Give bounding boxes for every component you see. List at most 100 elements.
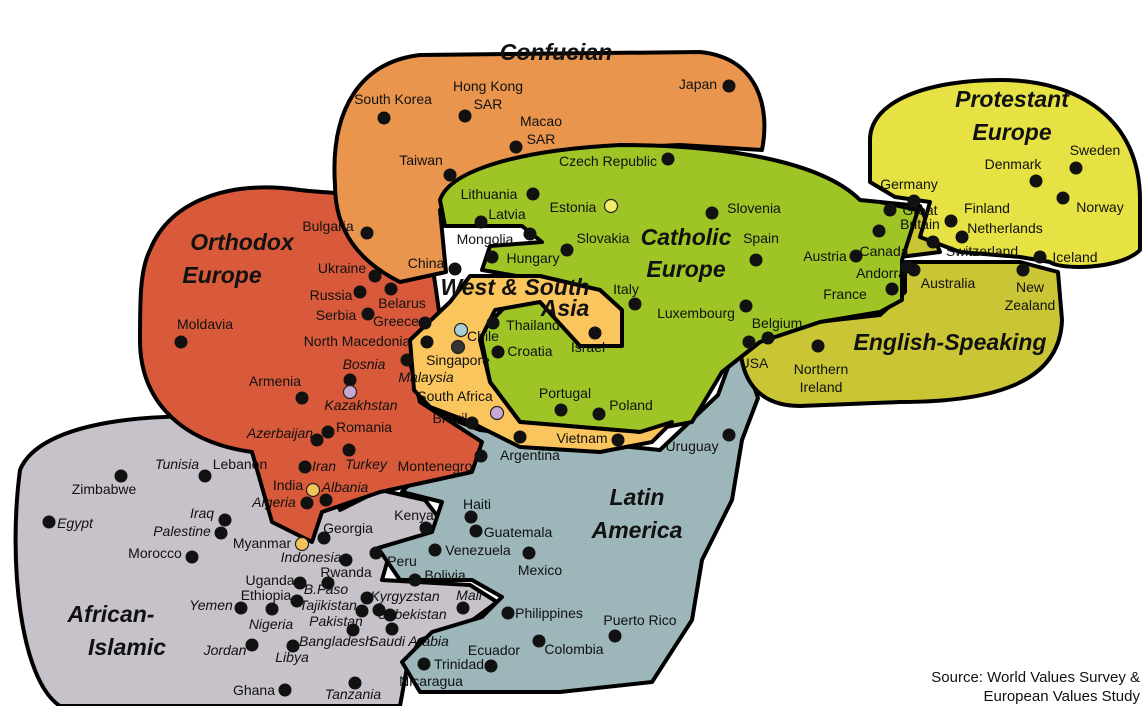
marker-slovenia	[705, 206, 719, 220]
marker-armenia	[295, 391, 309, 405]
label-andorra: Andorra	[856, 265, 906, 281]
marker-estonia	[603, 198, 619, 214]
marker-norway	[1056, 191, 1070, 205]
label-lithuania: Lithuania	[461, 186, 518, 202]
marker-romania	[321, 425, 335, 439]
label-latvia: Latvia	[488, 206, 526, 222]
region-title-protestant-europe: Protestant	[955, 86, 1070, 112]
label-guatemala: Guatemala	[484, 524, 553, 540]
marker-croatia	[491, 345, 505, 359]
marker-serbia	[361, 307, 375, 321]
label-colombia: Colombia	[544, 641, 603, 657]
marker-georgia	[317, 531, 331, 545]
label-mali: Mali	[456, 587, 483, 603]
region-title-english-speaking: English-Speaking	[854, 329, 1047, 355]
marker-argentina	[513, 430, 527, 444]
marker-philippines	[501, 606, 515, 620]
marker-belarus	[384, 282, 398, 296]
marker-israel	[588, 326, 602, 340]
label-bangladesh: Bangladesh	[299, 633, 373, 649]
marker-mexico	[522, 546, 536, 560]
marker-pakistan	[355, 604, 369, 618]
marker-sweden	[1069, 161, 1083, 175]
label-tajikistan: Tajikistan	[299, 597, 357, 613]
label-luxembourg: Luxembourg	[657, 305, 735, 321]
label-peru: Peru	[387, 553, 417, 569]
marker-iran	[298, 460, 312, 474]
label-indonesia: Indonesia	[281, 549, 342, 565]
marker-slovakia	[560, 243, 574, 257]
label-iceland: Iceland	[1052, 249, 1097, 265]
marker-kenya	[419, 521, 433, 535]
label-hong-kong-sar: SAR	[474, 96, 503, 112]
label-morocco: Morocco	[128, 545, 182, 561]
label-romania: Romania	[336, 419, 392, 435]
marker-libya	[286, 639, 300, 653]
label-canada: Canada	[859, 243, 908, 259]
label-albania: Albania	[321, 479, 369, 495]
marker-kazakhstan	[342, 384, 358, 400]
label-rwanda: Rwanda	[320, 564, 372, 580]
label-azerbaijan: Azerbaijan	[246, 425, 313, 441]
label-ukraine: Ukraine	[318, 260, 366, 276]
marker-ukraine	[368, 269, 382, 283]
label-estonia: Estonia	[550, 199, 597, 215]
marker-russia	[353, 285, 367, 299]
marker-morocco	[185, 550, 199, 564]
marker-ghana	[278, 683, 292, 697]
marker-chile	[453, 322, 469, 338]
marker-peru	[369, 546, 383, 560]
region-protestant-europe	[868, 78, 1142, 269]
marker-south-korea	[377, 111, 391, 125]
label-egypt: Egypt	[57, 515, 94, 531]
label-slovenia: Slovenia	[727, 200, 781, 216]
marker-france	[885, 282, 899, 296]
region-title-catholic-europe: Catholic	[641, 224, 732, 250]
label-yemen: Yemen	[189, 597, 233, 613]
marker-yemen	[234, 601, 248, 615]
region-title-west-south-asia: Asia	[540, 295, 590, 321]
label-bosnia: Bosnia	[343, 356, 386, 372]
marker-switzerland	[926, 235, 940, 249]
marker-canada	[872, 224, 886, 238]
marker-great-britain	[883, 203, 897, 217]
marker-haiti	[464, 510, 478, 524]
marker-portugal	[554, 403, 568, 417]
label-belgium: Belgium	[752, 315, 803, 331]
label-hong-kong-sar: Hong Kong	[453, 78, 523, 94]
source-line-1: Source: World Values Survey &	[931, 669, 1140, 686]
label-norway: Norway	[1076, 199, 1123, 215]
marker-bulgaria	[360, 226, 374, 240]
label-saudi-arabia: Saudi Arabia	[369, 633, 449, 649]
label-kazakhstan: Kazakhstan	[324, 397, 397, 413]
marker-macao-sar	[509, 140, 523, 154]
label-montenegro: Montenegro	[398, 458, 473, 474]
label-india: India	[273, 477, 304, 493]
label-libya: Libya	[275, 649, 309, 665]
marker-ecuador	[484, 659, 498, 673]
label-kenya: Kenya	[394, 507, 434, 523]
region-title-latin-america: Latin	[610, 484, 665, 510]
marker-turkey	[342, 443, 356, 457]
marker-nigeria	[265, 602, 279, 616]
marker-italy	[628, 297, 642, 311]
marker-lithuania	[526, 187, 540, 201]
source-line-2: European Values Study	[984, 688, 1141, 705]
marker-bosnia	[343, 373, 357, 387]
label-czech-republic: Czech Republic	[559, 153, 657, 169]
marker-south-africa	[489, 405, 505, 421]
marker-montenegro	[474, 449, 488, 463]
label-israel: Israel	[571, 339, 605, 355]
marker-spain	[749, 253, 763, 267]
label-b-faso: B.Faso	[304, 581, 349, 597]
label-chile: Chile	[467, 328, 499, 344]
label-malaysia: Malaysia	[398, 369, 453, 385]
label-trinidad: Trinidad	[434, 656, 484, 672]
marker-ethiopia	[290, 594, 304, 608]
marker-greece	[418, 316, 432, 330]
label-slovakia: Slovakia	[577, 230, 630, 246]
label-sweden: Sweden	[1070, 142, 1121, 158]
marker-vietnam	[611, 433, 625, 447]
marker-mali	[456, 601, 470, 615]
marker-albania	[305, 482, 321, 498]
